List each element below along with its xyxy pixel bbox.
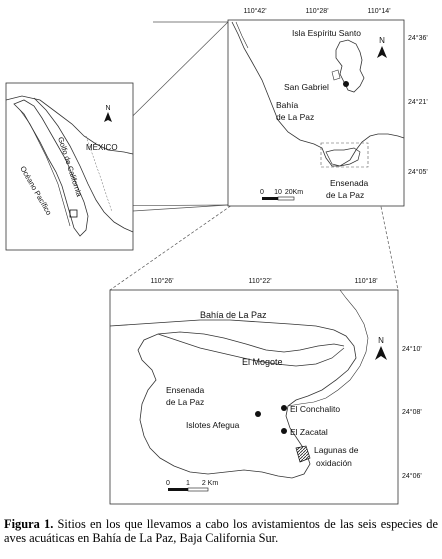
ensenada-label-line2: de La Paz [166,397,204,407]
scale-label: 10 [274,189,282,196]
bay-lat-label: 24°36' [408,34,428,42]
caption-label: Figura 1. [4,517,54,531]
state-border [85,135,113,213]
north-label: N [379,36,385,45]
bay-map-frame [227,19,405,207]
site-label-islotes-afegua: Islotes Afegua [186,420,240,430]
bay-label-line2: de La Paz [276,112,314,122]
lagunas-oxidacion [295,445,311,463]
mainland-coastline [231,21,405,167]
lagunas-label-line1: Lagunas de [314,445,359,455]
site-marker-islotes-afegua [255,411,261,417]
lagunas-label-line2: oxidación [316,458,352,468]
north-label: N [105,105,110,112]
site-label-san-gabriel: San Gabriel [284,82,329,92]
mainland-coastline [33,97,134,233]
detail-lat-label: 24°10' [402,345,422,353]
bay-lon-label: 110°14' [367,7,390,15]
peninsula-outline [19,109,71,227]
scale-label: 2 Km [202,480,219,487]
north-arrow-icon [104,112,112,122]
mainland-coastline [109,319,357,479]
site-label-el-conchalito: El Conchalito [290,404,340,414]
detail-lon-label: 110°26' [150,277,173,285]
site-marker-el-conchalito [281,405,287,411]
mogote-label: El Mogote [242,357,283,367]
island-outline [331,69,341,81]
bay-lat-label: 24°05' [408,168,428,176]
north-arrow-icon [375,346,387,360]
scale-bar-segment [168,488,188,491]
inset-map: N MÉXICO Golfo de California Océano Pací… [5,82,134,251]
figure-caption: Figura 1. Sitios en los que llevamos a c… [4,517,438,545]
ensenada-label-line1: Ensenada [166,385,205,395]
bay-lat-label: 24°21' [408,98,428,106]
ensenada-outline [325,147,361,167]
scale-label: 0 [166,480,170,487]
detail-area-box [320,142,369,168]
caption-text: Sitios en los que llevamos a cabo los av… [4,517,438,545]
detail-lon-label: 110°18' [354,277,377,285]
scale-label: 20Km [285,189,303,196]
north-label: N [378,336,384,345]
north-arrow-icon [377,46,387,58]
bay-map: 110°42' 110°28' 110°14' 24°36' 24°21' 24… [227,7,428,207]
detail-map: 110°26' 110°22' 110°18' 24°10' 24°08' 24… [109,277,422,505]
inset-map-frame [5,82,134,251]
bay-label: Bahía de La Paz [200,310,267,320]
scale-label: 0 [260,189,264,196]
island-outline [335,39,365,93]
mogote-outline [157,333,345,367]
bay-lon-label: 110°42' [243,7,266,15]
mainland-coastline [5,95,134,155]
scale-bar-segment [277,196,295,201]
detail-lat-label: 24°06' [402,472,422,480]
detail-lon-label: 110°22' [248,277,271,285]
coast-detail [235,21,249,49]
site-label-el-zacatal: El Zacatal [290,427,328,437]
study-area-marker [69,209,78,218]
scale-bar-segment [187,487,209,492]
ensenada-label-line1: Ensenada [330,178,369,188]
island-label: Isla Espíritu Santo [292,28,361,38]
site-marker-el-zacatal [281,428,287,434]
scale-label: 1 [186,480,190,487]
ensenada-label-line2: de La Paz [326,190,364,200]
detail-lat-label: 24°08' [402,408,422,416]
site-marker-san-gabriel [343,81,349,87]
scale-bar: 0 10 20Km [260,189,303,201]
country-label: MÉXICO [86,143,118,152]
bay-lon-label: 110°28' [305,7,328,15]
scale-bar-segment [262,197,278,200]
peninsula-coastline [13,99,89,237]
bay-label-line1: Bahía [276,100,298,110]
detail-map-frame [109,289,399,505]
shoreline-detail [287,289,369,407]
scale-bar: 0 1 2 Km [166,480,219,492]
